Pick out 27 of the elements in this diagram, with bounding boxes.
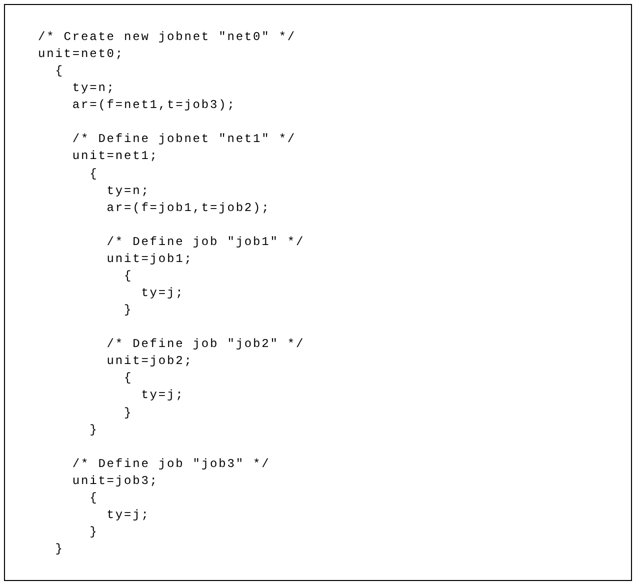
code-line: unit=net1; [72, 149, 158, 164]
code-line: /* Define job "job3" */ [72, 456, 270, 471]
code-line: { [90, 490, 98, 505]
code-line: { [124, 268, 133, 283]
code-line: ar=(f=net1,t=job3); [72, 98, 236, 112]
code-line: } [90, 525, 98, 540]
code-line: unit=job1; [106, 252, 193, 266]
code-line: ty=j; [141, 286, 184, 300]
code-line: { [90, 166, 98, 181]
code-line: unit=net0; [38, 47, 124, 62]
code-line: } [124, 303, 133, 318]
code-line: } [124, 406, 133, 420]
code-line: ty=j; [106, 508, 150, 522]
code-line: ar=(f=job1,t=job2); [106, 200, 270, 215]
code-line: { [55, 64, 64, 78]
code-line: { [124, 371, 133, 386]
code-line: ty=n; [106, 184, 150, 198]
code-line: unit=job3; [72, 474, 158, 488]
code-line: /* Create new jobnet "net0" */ [38, 30, 296, 44]
code-line: } [90, 422, 98, 437]
code-line: ty=j; [141, 388, 184, 402]
code-line: unit=job2; [106, 354, 193, 368]
code-line: ty=n; [72, 81, 116, 96]
code-line: } [55, 542, 64, 556]
code-line: /* Define job "job1" */ [106, 234, 305, 249]
code-line: /* Define job "job2" */ [106, 337, 305, 352]
code-line: /* Define jobnet "net1" */ [72, 132, 296, 146]
